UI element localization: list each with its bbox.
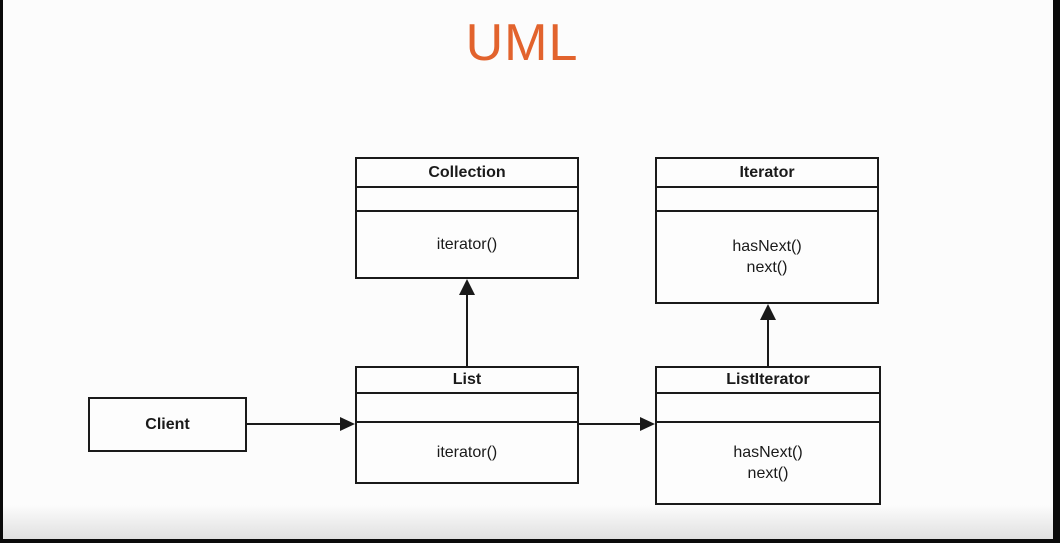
- page-title: UML: [465, 14, 579, 72]
- method-label: iterator(): [436, 236, 498, 253]
- class-box-iterator: Iterator hasNext() next(): [655, 157, 879, 304]
- arrow-list-to-listiterator: [579, 417, 655, 431]
- class-box-listiterator: ListIterator hasNext() next(): [655, 366, 881, 505]
- arrow-list-to-collection: [459, 279, 475, 366]
- method-label: next(): [746, 259, 788, 276]
- client-label: Client: [145, 415, 190, 433]
- method-label: hasNext(): [732, 238, 802, 255]
- class-box-collection: Collection iterator(): [355, 157, 579, 279]
- letterbox-left: [0, 0, 3, 543]
- method-label: iterator(): [436, 444, 498, 461]
- letterbox-bottom: [0, 539, 1060, 543]
- methods-compartment-collection: iterator(): [357, 212, 577, 277]
- arrow-listiterator-to-iterator: [760, 304, 776, 366]
- class-name-list: List: [357, 368, 577, 394]
- class-box-list: List iterator(): [355, 366, 579, 484]
- attributes-compartment-iterator: [657, 188, 877, 212]
- arrow-client-to-list: [247, 417, 355, 431]
- methods-compartment-list: iterator(): [357, 423, 577, 482]
- letterbox-right: [1053, 0, 1060, 543]
- class-name-listiterator: ListIterator: [657, 368, 879, 394]
- method-label: next(): [747, 465, 789, 482]
- methods-compartment-iterator: hasNext() next(): [657, 212, 877, 302]
- bottom-gradient: [0, 505, 1060, 539]
- method-label: hasNext(): [733, 444, 803, 461]
- attributes-compartment-list: [357, 394, 577, 423]
- client-box: Client: [88, 397, 247, 452]
- class-name-iterator: Iterator: [657, 159, 877, 188]
- methods-compartment-listiterator: hasNext() next(): [657, 423, 879, 503]
- attributes-compartment-collection: [357, 188, 577, 212]
- class-name-collection: Collection: [357, 159, 577, 188]
- attributes-compartment-listiterator: [657, 394, 879, 423]
